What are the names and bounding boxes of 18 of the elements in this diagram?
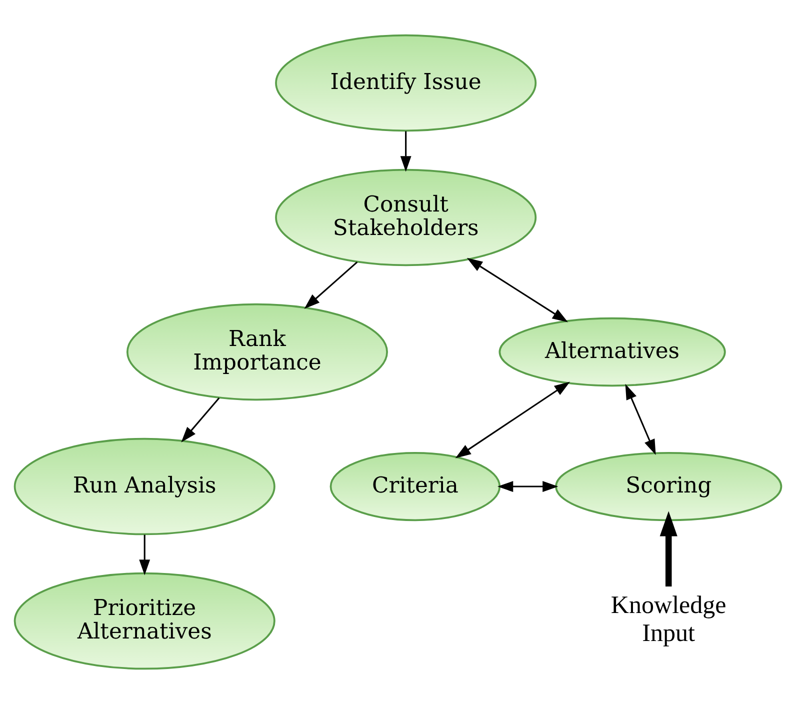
arrow xyxy=(400,131,412,172)
node-ellipse: Consult Stakeholders xyxy=(275,168,537,266)
node-ellipse: Alternatives xyxy=(498,317,726,387)
arrow xyxy=(455,382,570,458)
arrow xyxy=(466,258,568,322)
node-ellipse: Prioritize Alternatives xyxy=(14,572,276,670)
arrow xyxy=(304,261,358,309)
node-ellipse: Identify Issue xyxy=(275,34,537,132)
arrow xyxy=(660,511,678,586)
node-ellipse: Rank Importance xyxy=(126,303,388,401)
arrow xyxy=(139,534,150,576)
node-ellipse: Scoring xyxy=(555,452,782,522)
arrow xyxy=(497,481,558,492)
arrow xyxy=(625,384,656,456)
arrow xyxy=(181,398,220,442)
node-ellipse: Criteria xyxy=(330,452,501,522)
node-ellipse: Run Analysis xyxy=(14,438,276,536)
node-text: Knowledge Input xyxy=(610,592,726,648)
